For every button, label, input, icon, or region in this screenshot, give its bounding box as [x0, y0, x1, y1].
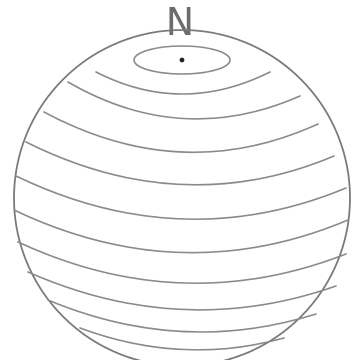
latitude-line	[68, 82, 300, 119]
latitude-line	[26, 142, 334, 185]
latitude-line	[14, 210, 348, 253]
latitude-line	[16, 176, 346, 219]
latitude-line	[96, 72, 270, 94]
north-pole-dot	[180, 58, 185, 63]
latitude-line	[28, 272, 336, 310]
latitude-line	[18, 242, 346, 283]
globe-outline	[14, 30, 350, 360]
latitude-line	[48, 300, 316, 332]
